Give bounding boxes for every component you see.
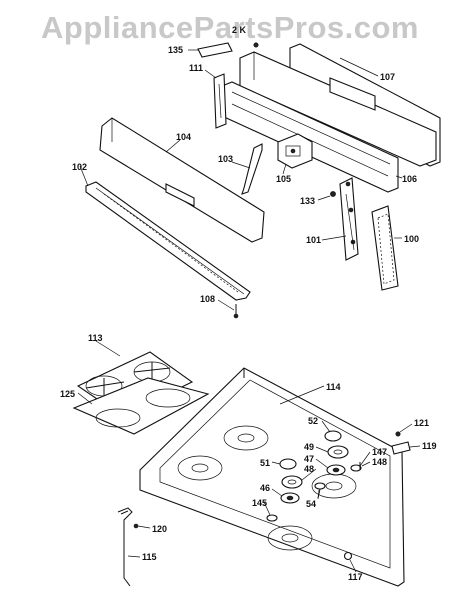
screw-120 (133, 523, 139, 529)
callout-114: 114 (326, 382, 341, 392)
callout-104: 104 (176, 132, 191, 142)
switch-105 (277, 133, 313, 169)
callout-108: 108 (200, 294, 215, 304)
callout-145: 145 (252, 498, 267, 508)
foot-117 (343, 551, 353, 561)
callout-120: 120 (152, 524, 167, 534)
burner-46 (280, 492, 300, 504)
callout-125: 125 (60, 389, 75, 399)
callout-101: 101 (306, 235, 321, 245)
callout-117: 117 (348, 572, 363, 582)
callout-49: 49 (304, 442, 314, 452)
callout-105: 105 (276, 174, 291, 184)
callout-113: 113 (88, 333, 103, 343)
bracket-101 (339, 177, 359, 261)
burner-47 (326, 464, 346, 476)
panel-102 (85, 181, 251, 301)
callout-121: 121 (414, 418, 429, 428)
callout-135: 135 (168, 45, 183, 55)
callout-147: 147 (372, 447, 387, 457)
callout-119: 119 (422, 441, 437, 451)
electrode-145 (266, 514, 278, 522)
watermark: AppliancePartsPros.com (41, 10, 419, 45)
end-cap-100 (371, 205, 399, 291)
screw-133 (330, 191, 336, 197)
callout-133: 133 (300, 196, 315, 206)
bracket-111 (213, 73, 227, 129)
callout-115: 115 (142, 552, 157, 562)
callout-52: 52 (308, 416, 318, 426)
tube-115 (117, 507, 133, 587)
callout-107: 107 (380, 72, 395, 82)
clip-119 (391, 441, 411, 455)
burner-head-48 (281, 475, 303, 489)
drip-tray-125 (72, 377, 210, 435)
callout-148: 148 (372, 457, 387, 467)
callout-103: 103 (218, 154, 233, 164)
callout-54: 54 (306, 499, 316, 509)
callout-51: 51 (260, 458, 270, 468)
bracket-103 (241, 143, 263, 195)
callout-46: 46 (260, 483, 270, 493)
callout-2k: 2 K (232, 25, 247, 35)
callout-47: 47 (304, 454, 314, 464)
manifold-panel-104 (99, 117, 265, 243)
callout-111: 111 (189, 63, 203, 73)
callout-102: 102 (72, 162, 87, 172)
callout-48: 48 (304, 464, 314, 474)
burner-head-49 (327, 445, 349, 459)
cooktop-114 (139, 367, 405, 587)
electrode-147 (350, 464, 362, 472)
leader-lines (77, 49, 421, 573)
burner-cap-51 (279, 458, 297, 470)
callout-100: 100 (404, 234, 419, 244)
burner-cap-52 (324, 430, 342, 442)
callout-106: 106 (402, 174, 417, 184)
screw-108 (233, 304, 239, 319)
screw-121 (395, 431, 401, 437)
clip-135 (197, 42, 259, 58)
backguard-panel (221, 43, 441, 193)
